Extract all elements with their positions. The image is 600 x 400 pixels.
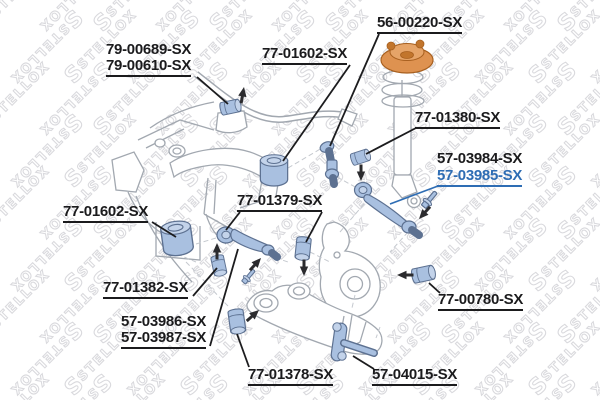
part-number: 77-01382-SX (103, 279, 188, 299)
part-number: 57-03984-SX (437, 150, 523, 167)
bushing-77-01380-part (348, 147, 373, 167)
part-label-77-01378: 77-01378-SX (248, 366, 333, 386)
strut-top-mount (380, 39, 434, 74)
part-number: 57-03986-SX (121, 313, 207, 330)
stabilizer-link-part (319, 141, 340, 188)
part-label-79-00689-79-00610: 79-00689-SX 79-00610-SX (106, 42, 191, 77)
leader-lines (151, 33, 441, 370)
upper-arm-57-03985-part (353, 181, 441, 239)
part-number: 77-01378-SX (248, 366, 333, 386)
lower-arm-line-art (246, 282, 383, 355)
part-label-77-01602-top: 77-01602-SX (262, 45, 347, 65)
part-number: 57-04015-SX (372, 366, 457, 386)
part-number: 79-00689-SX (106, 41, 192, 58)
part-label-77-00780: 77-00780-SX (438, 291, 523, 311)
subframe-left-bushing-part (159, 218, 195, 259)
part-number: 77-01602-SX (262, 45, 347, 65)
part-number-link[interactable]: 57-03985-SX (437, 167, 522, 187)
bushing-77-01379-part (294, 235, 312, 262)
part-label-57-03984: 57-03984-SX (437, 151, 522, 167)
part-number: 57-03987-SX (121, 329, 207, 346)
bushing-77-01378-part (227, 307, 247, 336)
front-arm-57-03986-part (216, 226, 281, 286)
part-number: 56-00220-SX (377, 14, 462, 34)
part-number: 79-00610-SX (106, 57, 192, 74)
part-number: 77-01602-SX (63, 203, 148, 223)
subframe-line-art (111, 101, 284, 283)
bushing-77-00780-part (409, 264, 438, 285)
part-label-77-01379: 77-01379-SX (237, 192, 322, 212)
part-label-77-01380: 77-01380-SX (415, 109, 500, 129)
shock-absorber-line-art (381, 56, 425, 209)
part-label-77-01382: 77-01382-SX (103, 279, 188, 299)
link-57-04015-part (330, 322, 378, 362)
part-label-57-03985-highlighted[interactable]: 57-03985-SX (437, 167, 522, 187)
part-number: 77-01380-SX (415, 109, 500, 129)
part-number: 77-01379-SX (237, 192, 322, 212)
part-label-57-03986-57-03987: 57-03986-SX 57-03987-SX (121, 314, 206, 349)
part-label-77-01602-left: 77-01602-SX (63, 203, 148, 223)
part-label-56-00220: 56-00220-SX (377, 14, 462, 34)
part-number: 77-00780-SX (438, 291, 523, 311)
part-label-57-04015: 57-04015-SX (372, 366, 457, 386)
